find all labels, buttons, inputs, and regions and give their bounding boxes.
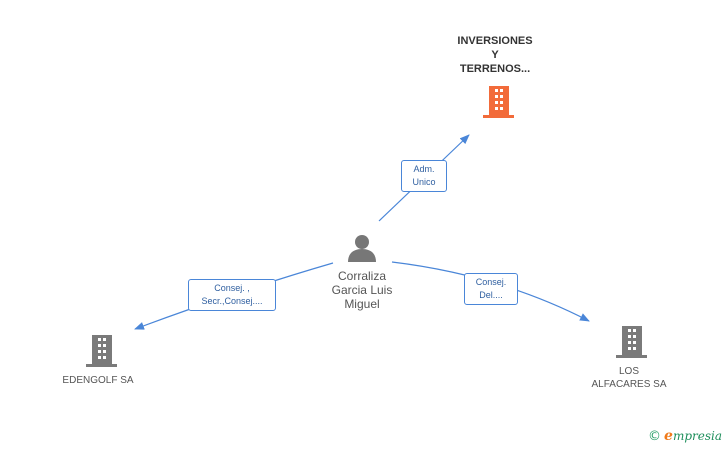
building-icon[interactable] xyxy=(86,335,117,367)
edge-label-line: Secr.,Consej.... xyxy=(201,296,263,306)
company-name-line: INVERSIONES xyxy=(457,35,533,47)
copyright-icon: © xyxy=(648,428,662,444)
brand-logo: empresia xyxy=(664,428,722,444)
edge-label-line: Adm. xyxy=(413,164,435,174)
edge-label-adm-unico[interactable]: Adm. Unico xyxy=(401,160,447,192)
edge-label-consej-secr[interactable]: Consej. , Secr.,Consej.... xyxy=(188,279,276,311)
person-name-line: Garcia Luis xyxy=(331,283,393,297)
company-name-line: LOS xyxy=(618,366,639,377)
person-name-line: Corraliza xyxy=(337,269,386,283)
node-label-inversiones[interactable]: INVERSIONES Y TERRENOS... xyxy=(445,34,545,76)
edge-label-line: Del.... xyxy=(479,290,503,300)
brand-initial: e xyxy=(664,428,673,444)
company-name-line: ALFACARES SA xyxy=(591,379,667,390)
company-name-line: Y xyxy=(491,49,499,61)
edge-label-consej-del[interactable]: Consej. Del.... xyxy=(464,273,518,305)
person-icon[interactable] xyxy=(348,235,376,262)
node-label-alfacares[interactable]: LOS ALFACARES SA xyxy=(579,365,679,391)
node-label-edengolf[interactable]: EDENGOLF SA xyxy=(48,374,148,387)
company-name-line: EDENGOLF SA xyxy=(62,375,134,386)
edge-label-line: Unico xyxy=(412,177,436,187)
building-icon[interactable] xyxy=(483,86,514,118)
brand-name: mpresia xyxy=(672,429,722,443)
building-icon[interactable] xyxy=(616,326,647,358)
node-label-center-person[interactable]: Corraliza Garcia Luis Miguel xyxy=(312,269,412,311)
edge-label-line: Consej. , xyxy=(214,283,250,293)
edge-label-line: Consej. xyxy=(475,277,507,287)
empresia-brand[interactable]: © empresia xyxy=(648,428,722,444)
company-name-line: TERRENOS... xyxy=(459,63,531,75)
person-name-line: Miguel xyxy=(344,297,380,311)
